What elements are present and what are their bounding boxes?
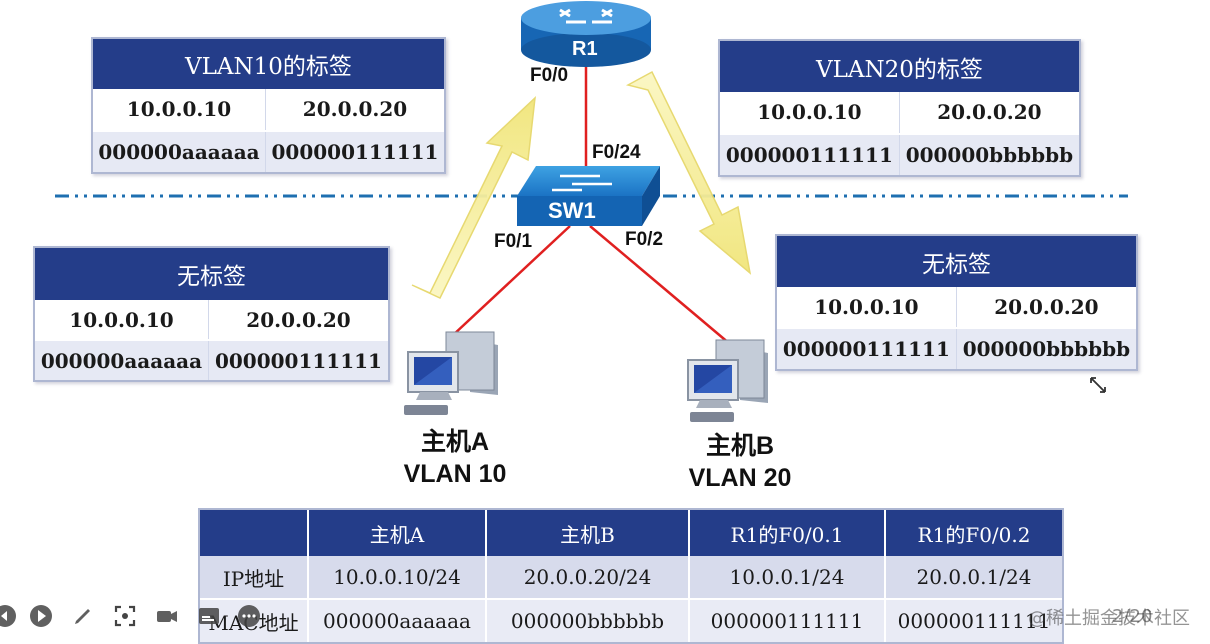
camera-icon[interactable] xyxy=(154,603,180,629)
frame-ip-cell: 20.0.0.20 xyxy=(955,287,1136,328)
frame-title: VLAN20的标签 xyxy=(720,41,1079,92)
focus-icon[interactable] xyxy=(112,603,138,629)
frame-mac-cell: 000000bbbbbb xyxy=(955,327,1136,369)
switch-uplink-label: F0/24 xyxy=(592,142,641,163)
frame-mac-cell: 000000aaaaaa xyxy=(35,339,209,380)
table-cell: 10.0.0.10/24 xyxy=(307,556,486,599)
frame-ip-cell: 10.0.0.10 xyxy=(777,287,957,328)
frame-mac-cell: 000000bbbbbb xyxy=(898,132,1079,175)
frame-ip-cell: 20.0.0.20 xyxy=(207,300,388,340)
frame-title: VLAN10的标签 xyxy=(93,39,444,89)
frame-mac-cell: 000000111111 xyxy=(777,327,957,369)
table-cell: 000000aaaaaa xyxy=(307,598,486,642)
table-cell: 000000bbbbbb xyxy=(485,598,689,642)
table-cell: 20.0.0.20/24 xyxy=(485,556,689,599)
frame-title: 无标签 xyxy=(35,248,388,300)
host-b-label: 主机B VLAN 20 xyxy=(665,430,815,494)
table-cell: 000000111111 xyxy=(688,598,885,642)
frame-mac-cell: 000000111111 xyxy=(264,129,444,172)
frame-ip-cell: 20.0.0.20 xyxy=(898,92,1079,134)
address-table-header: 主机B xyxy=(485,510,689,556)
frame-mac-cell: 000000aaaaaa xyxy=(93,129,266,172)
switch-port-b-label: F0/2 xyxy=(625,229,664,250)
table-row: MAC地址 000000aaaaaa 000000bbbbbb 00000011… xyxy=(200,598,1062,642)
table-cell: 10.0.0.1/24 xyxy=(688,556,885,599)
address-table-header: 主机A xyxy=(307,510,486,556)
frame-ip-cell: 20.0.0.20 xyxy=(264,89,444,131)
page-indicator: 2/20 xyxy=(1112,606,1153,627)
watermark: @稀土掘金技术社区 xyxy=(1028,608,1190,629)
table-row: IP地址 10.0.0.10/24 20.0.0.20/24 10.0.0.1/… xyxy=(200,556,1062,599)
host-a-label: 主机A VLAN 10 xyxy=(380,426,530,490)
frame-mac-cell: 000000111111 xyxy=(720,132,900,175)
address-table-header: R1的F0/0.2 xyxy=(884,510,1062,556)
frame-mac-cell: 000000111111 xyxy=(207,339,388,380)
host-b-name: 主机B xyxy=(705,432,775,460)
switch-label: SW1 xyxy=(548,198,596,223)
router-port-label: F0/0 xyxy=(530,65,569,86)
up-arrow xyxy=(411,96,536,299)
frame-ip-cell: 10.0.0.10 xyxy=(35,300,209,340)
table-cell: 20.0.0.1/24 xyxy=(884,556,1062,599)
link-sw1-host-b xyxy=(589,225,731,345)
address-table: 主机A 主机B R1的F0/0.1 R1的F0/0.2 IP地址 10.0.0.… xyxy=(198,508,1064,644)
table-cell: 000000111111 xyxy=(884,598,1062,642)
frame-ip-cell: 10.0.0.10 xyxy=(93,89,266,131)
computer-icon-b xyxy=(687,339,768,422)
frame-title: 无标签 xyxy=(777,236,1136,287)
down-arrow xyxy=(625,70,752,275)
subtitle-icon[interactable] xyxy=(196,603,222,629)
host-a-vlan: VLAN 10 xyxy=(403,460,507,488)
frame-ip-cell: 10.0.0.10 xyxy=(720,92,900,134)
more-icon[interactable] xyxy=(236,603,262,629)
address-table-header: R1的F0/0.1 xyxy=(688,510,885,556)
computer-icon-a xyxy=(404,331,498,415)
address-table-header xyxy=(200,510,308,556)
switch-port-a-label: F0/1 xyxy=(494,231,533,252)
play-icon[interactable] xyxy=(28,603,54,629)
host-b-vlan: VLAN 20 xyxy=(688,464,792,492)
previous-icon[interactable] xyxy=(0,603,18,629)
link-sw1-host-a xyxy=(451,225,571,337)
row-label: IP地址 xyxy=(200,556,308,599)
pen-icon[interactable] xyxy=(70,603,96,629)
router-icon xyxy=(521,1,651,67)
switch-icon xyxy=(517,166,660,226)
resize-cursor-icon xyxy=(1090,377,1106,393)
host-a-name: 主机A xyxy=(420,428,490,456)
router-label: R1 xyxy=(572,38,598,60)
